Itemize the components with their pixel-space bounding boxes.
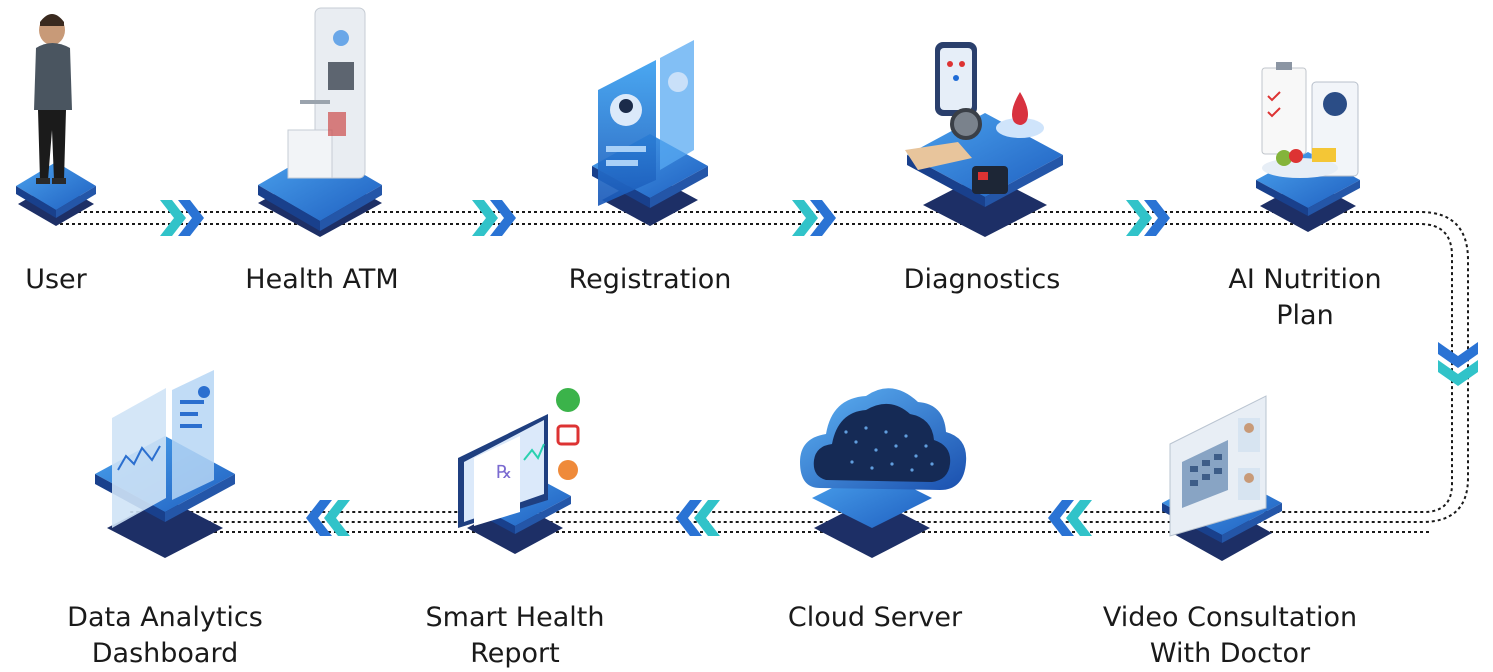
arrow-right-4 bbox=[1126, 200, 1170, 236]
label-line: Cloud Server bbox=[787, 602, 963, 633]
label-line: Data Analytics bbox=[67, 602, 263, 633]
kiosk-icon bbox=[287, 7, 366, 179]
label-line: AI Nutrition bbox=[1228, 264, 1382, 295]
arrow-down bbox=[1438, 342, 1478, 386]
cloud-icon bbox=[800, 388, 967, 490]
label-cloud-server: Cloud Server bbox=[760, 600, 990, 636]
arrow-right-1 bbox=[160, 200, 204, 236]
platform-user bbox=[16, 162, 96, 226]
arrow-left-2 bbox=[676, 500, 720, 536]
label-line: Health ATM bbox=[245, 264, 399, 295]
svg-text:℞: ℞ bbox=[496, 462, 512, 483]
report-monitor-icon: ℞ bbox=[458, 388, 580, 528]
label-registration: Registration bbox=[540, 262, 760, 298]
arrow-left-3 bbox=[306, 500, 350, 536]
label-health-atm: Health ATM bbox=[222, 262, 422, 298]
meal-plan-icon bbox=[1261, 62, 1359, 178]
person-icon bbox=[34, 14, 72, 184]
label-line: Video Consultation bbox=[1102, 602, 1358, 633]
label-video-consultation: Video Consultation With Doctor bbox=[1070, 600, 1390, 672]
arrow-right-3 bbox=[792, 200, 836, 236]
label-diagnostics: Diagnostics bbox=[872, 262, 1092, 298]
label-line: Report bbox=[470, 638, 560, 669]
dashboard-icon bbox=[112, 370, 214, 528]
profile-cards-icon bbox=[598, 40, 694, 206]
arrow-right-2 bbox=[472, 200, 516, 236]
label-line: Smart Health bbox=[425, 602, 605, 633]
arrow-left-1 bbox=[1048, 500, 1092, 536]
label-line: Dashboard bbox=[91, 638, 239, 669]
label-line: Plan bbox=[1276, 300, 1334, 331]
label-user: User bbox=[6, 262, 106, 298]
label-line: Diagnostics bbox=[903, 264, 1061, 295]
label-data-analytics-dashboard: Data Analytics Dashboard bbox=[40, 600, 290, 672]
label-line: With Doctor bbox=[1149, 638, 1311, 669]
label-line: User bbox=[25, 264, 87, 295]
label-ai-nutrition-plan: AI Nutrition Plan bbox=[1200, 262, 1410, 334]
label-line: Registration bbox=[568, 264, 732, 295]
video-call-icon bbox=[1169, 395, 1267, 537]
diagnostics-device-icon bbox=[905, 42, 1044, 194]
label-smart-health-report: Smart Health Report bbox=[400, 600, 630, 672]
